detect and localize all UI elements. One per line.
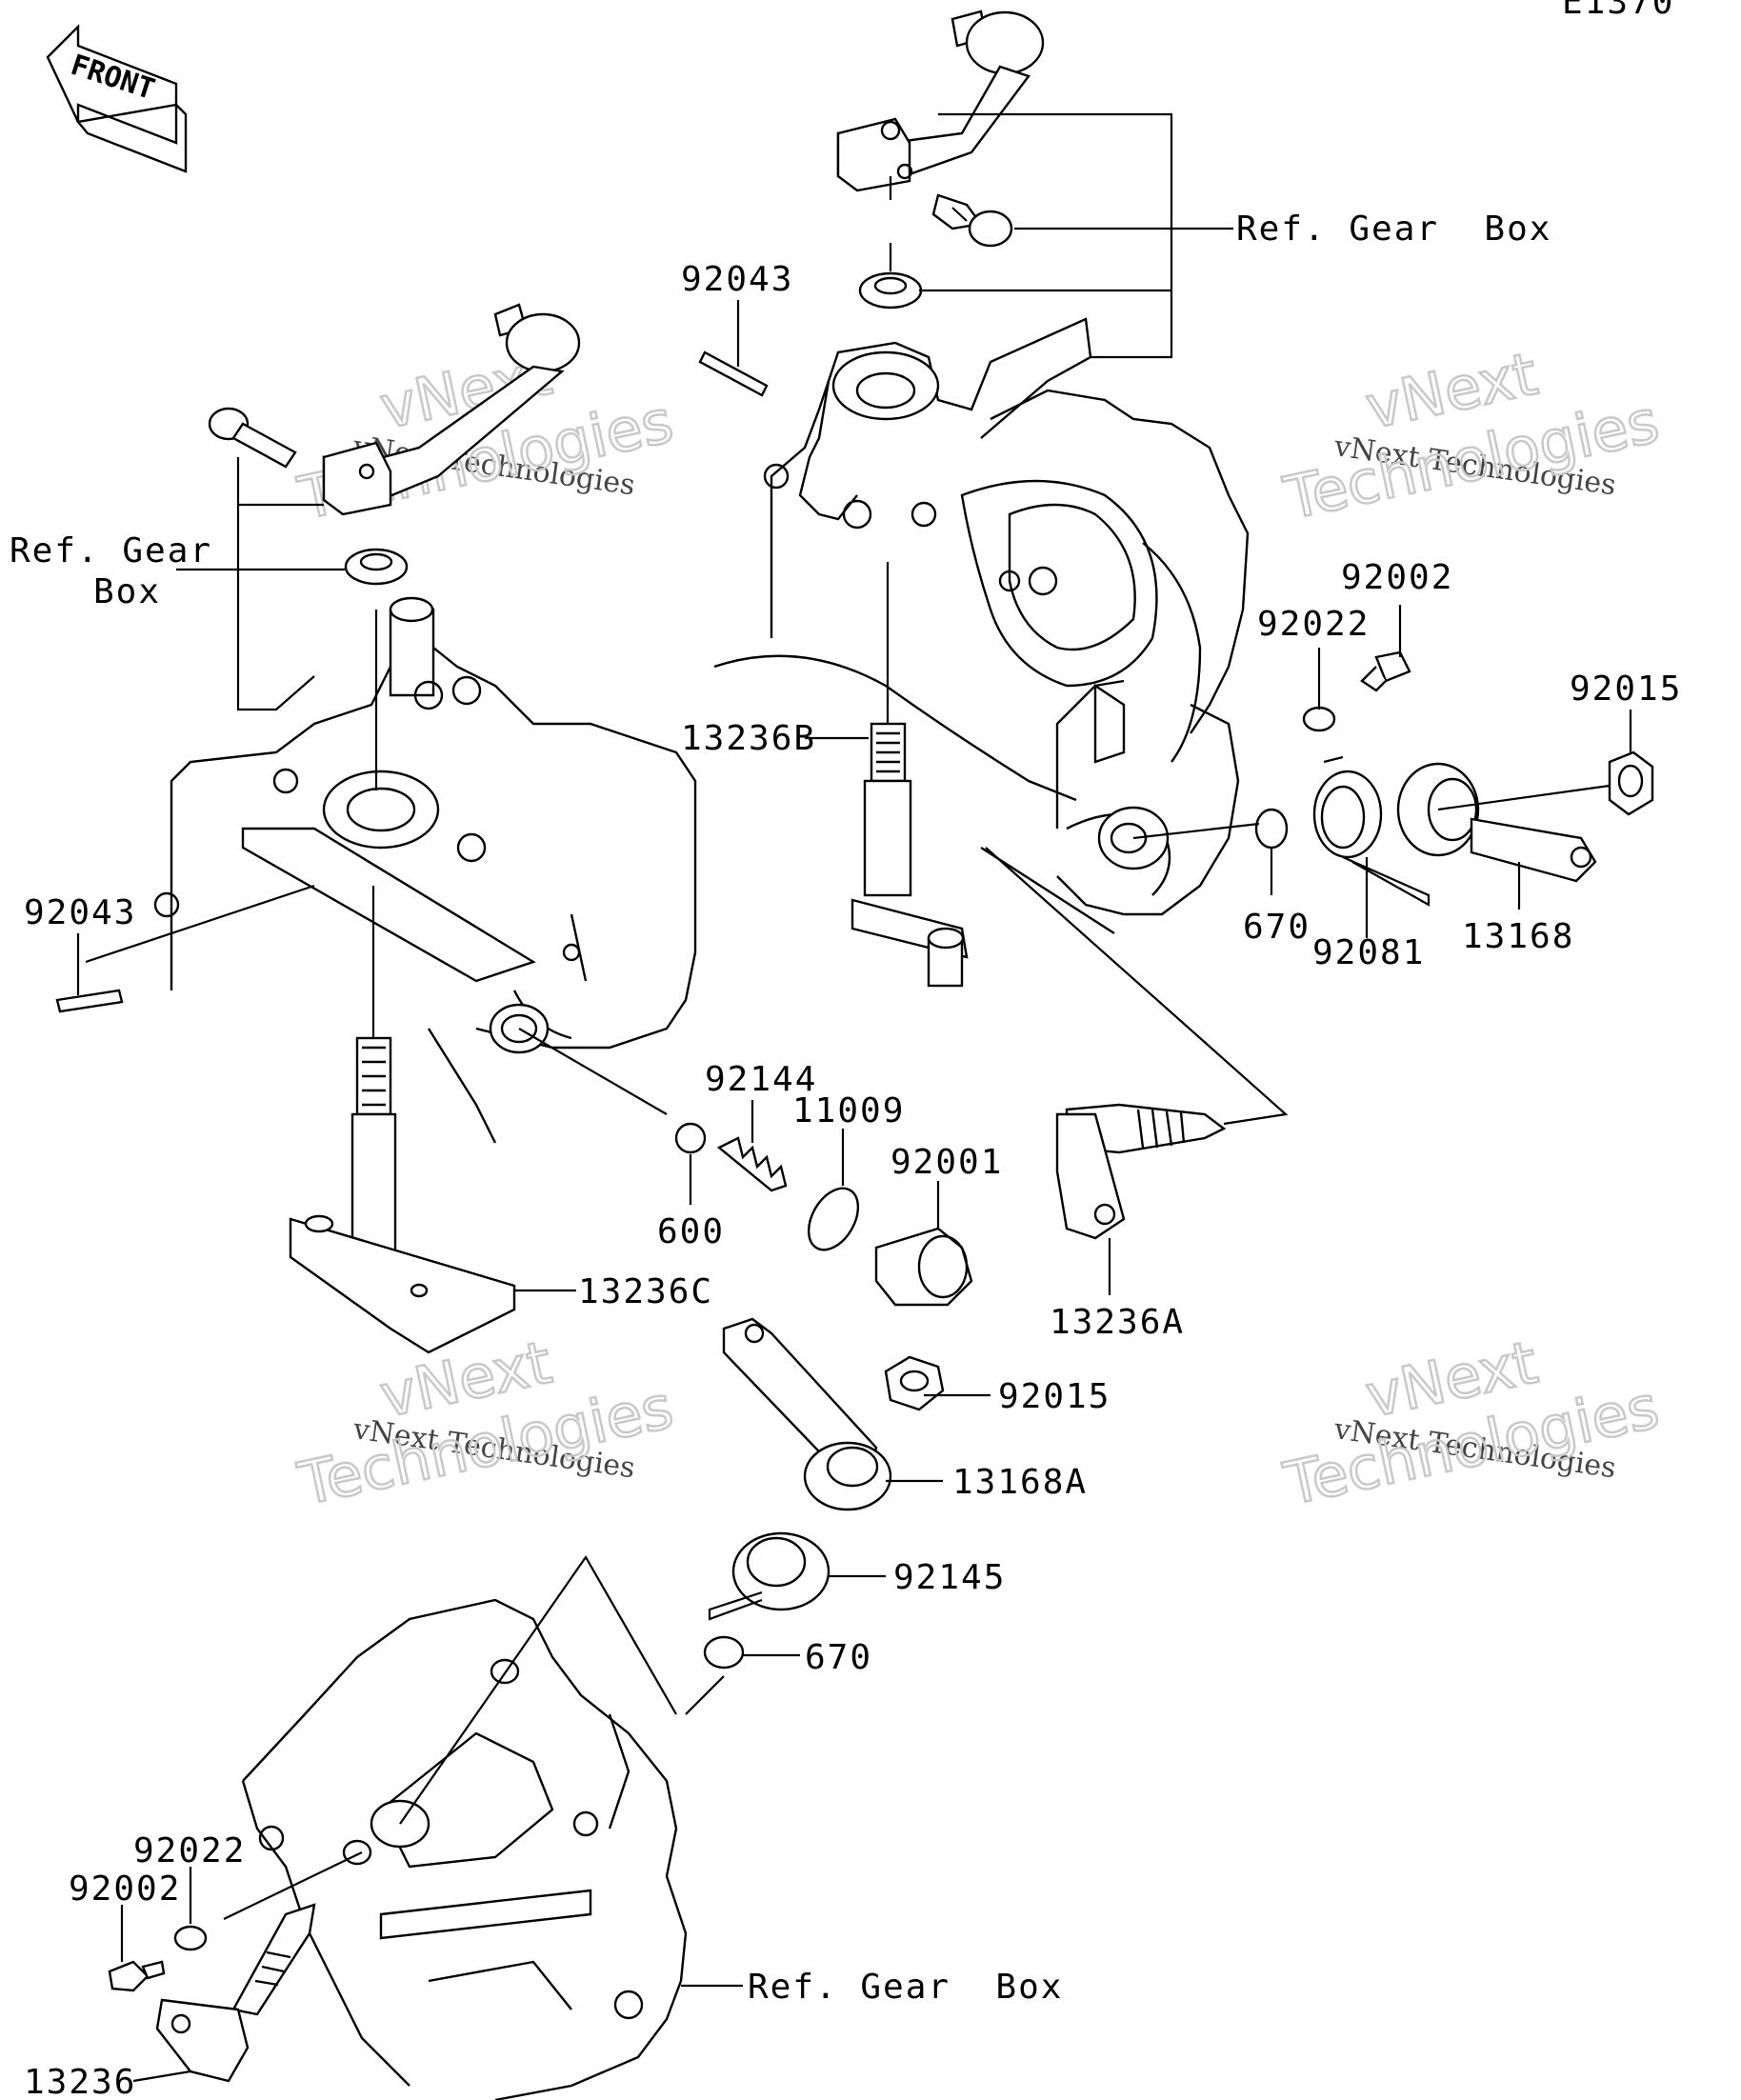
shift-lever-top: [836, 10, 1045, 192]
watermark-top-right: vNext vNext Technologies Technologies: [1277, 337, 1666, 534]
label-ref-gear-box-bottom: Ref. Gear Box: [748, 1968, 1063, 2007]
nut-92015-mid: [884, 1355, 945, 1411]
pin-92043-left: [55, 989, 124, 1013]
label-92015-mid: 92015: [998, 1377, 1111, 1416]
leader-lines: [76, 112, 1632, 2083]
label-11009: 11009: [792, 1091, 905, 1130]
gear-box-housing-bottom: [241, 1598, 688, 2100]
washer-92022-bottom: [173, 1925, 208, 1951]
spring-92145: [708, 1531, 830, 1621]
spring-92144: [716, 1136, 788, 1192]
bolt-left: [208, 407, 297, 469]
label-ref-gear-box-top: Ref. Gear Box: [1236, 210, 1551, 249]
oring-670-right: [1254, 808, 1289, 850]
label-92002-bottom: 92002: [69, 1870, 181, 1909]
ball-600: [674, 1122, 707, 1154]
label-92145: 92145: [893, 1558, 1006, 1597]
front-arrow-icon: FRONT: [46, 24, 188, 173]
watermark-bottom-left: vNext vNext Technologies Technologies: [291, 1326, 680, 1520]
label-92015-right: 92015: [1570, 670, 1682, 709]
bolt-top: [931, 193, 1013, 248]
bolt-92002-right: [1360, 650, 1411, 692]
shaft-13236B: [850, 722, 969, 988]
plug-92001: [874, 1227, 973, 1307]
pin-92043-top: [698, 350, 769, 397]
shaft-13236A: [1055, 1103, 1227, 1240]
watermark-bottom-right: vNext vNext Technologies Technologies: [1277, 1326, 1666, 1520]
bolt-92002-bottom: [108, 1960, 166, 1992]
label-670-bottom: 670: [805, 1638, 872, 1677]
label-13236A: 13236A: [1050, 1303, 1185, 1342]
label-92002-right: 92002: [1341, 558, 1453, 597]
label-92043-top: 92043: [681, 260, 793, 299]
label-13236B: 13236B: [681, 719, 816, 758]
label-670-right: 670: [1243, 908, 1311, 947]
label-92043-left: 92043: [24, 893, 136, 932]
arm-13168A: [722, 1317, 892, 1511]
shaft-13236C: [289, 1036, 516, 1354]
shaft-13236: [155, 1903, 316, 2083]
diagram-code: E1370: [1562, 0, 1674, 22]
label-13168: 13168: [1462, 917, 1574, 956]
label-92001: 92001: [891, 1143, 1003, 1182]
washer-top: [858, 271, 923, 310]
label-92144: 92144: [705, 1060, 817, 1099]
label-92081: 92081: [1312, 933, 1425, 972]
label-92022-right: 92022: [1257, 605, 1370, 644]
label-13236C: 13236C: [578, 1272, 713, 1311]
label-13236: 13236: [24, 2063, 136, 2100]
washer-left: [344, 548, 409, 586]
gear-box-housing-top: [713, 317, 1250, 935]
label-ref-gear-box-left-1: Ref. Gear: [10, 531, 212, 570]
nut-92015-right: [1608, 750, 1654, 816]
washer-92022-right: [1302, 706, 1336, 732]
washer-11009: [807, 1187, 860, 1251]
label-92022-bottom: 92022: [133, 1831, 246, 1870]
spring-92081: [1312, 755, 1431, 907]
arm-13168: [1396, 762, 1597, 883]
oring-670-bottom: [703, 1635, 745, 1670]
label-ref-gear-box-left-2: Box: [93, 572, 161, 611]
label-13168A: 13168A: [952, 1463, 1088, 1502]
label-600: 600: [657, 1212, 725, 1251]
gear-box-housing-left: [153, 596, 697, 1144]
shift-lever-left: [322, 303, 581, 516]
